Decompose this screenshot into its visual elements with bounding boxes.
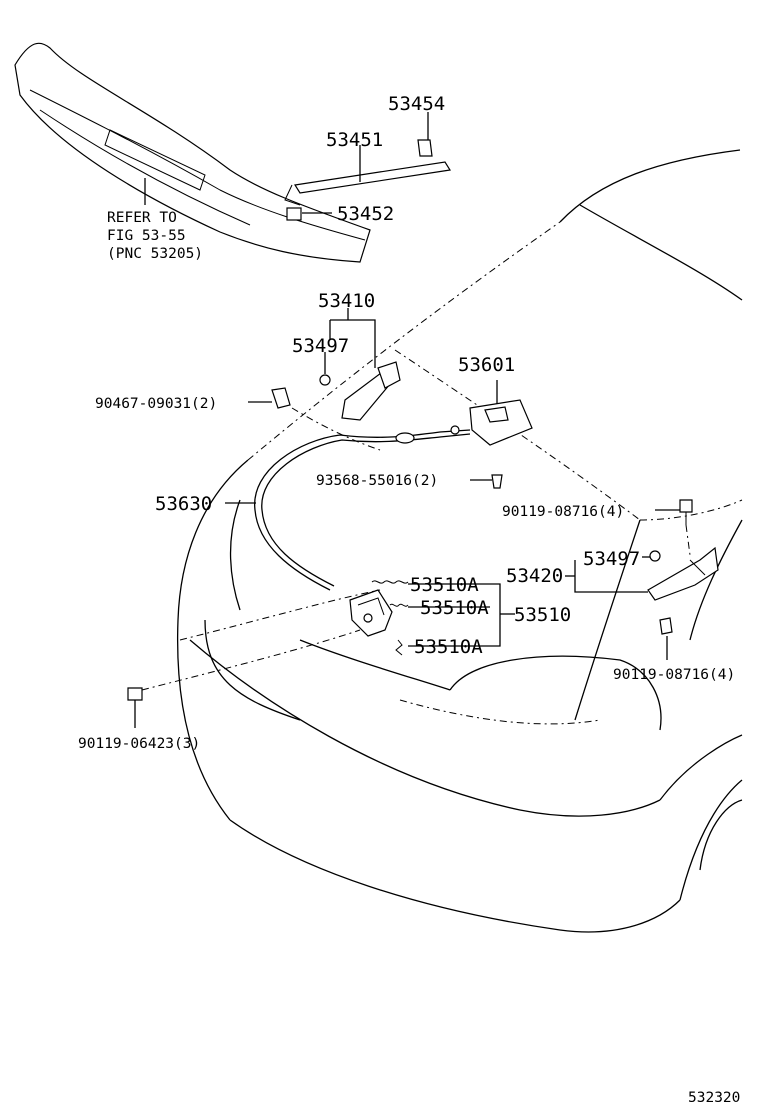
- label-53601: 53601: [458, 354, 515, 376]
- label-90467-09031: 90467-09031(2): [95, 396, 217, 412]
- label-53630: 53630: [155, 493, 212, 515]
- label-53497-upper: 53497: [292, 335, 349, 357]
- label-53510A-3: 53510A: [414, 636, 483, 658]
- label-93568-55016: 93568-55016(2): [316, 473, 438, 489]
- hood-hinge-right-drawing: [565, 546, 719, 660]
- release-lever-drawing: [469, 380, 533, 489]
- label-53497-lower: 53497: [583, 548, 640, 570]
- clip-90467-drawing: [248, 387, 381, 451]
- label-53410: 53410: [318, 290, 375, 312]
- label-53452: 53452: [337, 203, 394, 225]
- label-90119-06423: 90119-06423(3): [78, 736, 200, 752]
- part-labels: 53454 53451 53452 REFER TO FIG 53-55 (PN…: [78, 93, 740, 1106]
- label-53454: 53454: [388, 93, 445, 115]
- diagram-id: 532320: [688, 1090, 740, 1106]
- hood-lock-drawing: [141, 580, 515, 691]
- hood-lock-cable-drawing: [225, 425, 471, 591]
- hood-support-rod-drawing: [284, 112, 451, 221]
- label-53510A-1: 53510A: [410, 574, 479, 596]
- label-53510A-2: 53510A: [420, 597, 489, 619]
- car-body-outline: [176, 149, 743, 933]
- label-90119-08716-bottom: 90119-08716(4): [613, 667, 735, 683]
- bolt-left-drawing: [127, 687, 143, 728]
- label-53510: 53510: [514, 604, 571, 626]
- label-90119-08716-top: 90119-08716(4): [502, 504, 624, 520]
- cowl-panel-drawing: [14, 42, 371, 263]
- label-53420: 53420: [506, 565, 563, 587]
- refer-note-line3: (PNC 53205): [107, 246, 203, 262]
- refer-note-line1: REFER TO: [107, 210, 177, 226]
- bolt-top-right-drawing: [655, 499, 693, 556]
- refer-note-line2: FIG 53-55: [107, 228, 186, 244]
- hood-hinge-left-drawing: [319, 308, 401, 421]
- label-53451: 53451: [326, 129, 383, 151]
